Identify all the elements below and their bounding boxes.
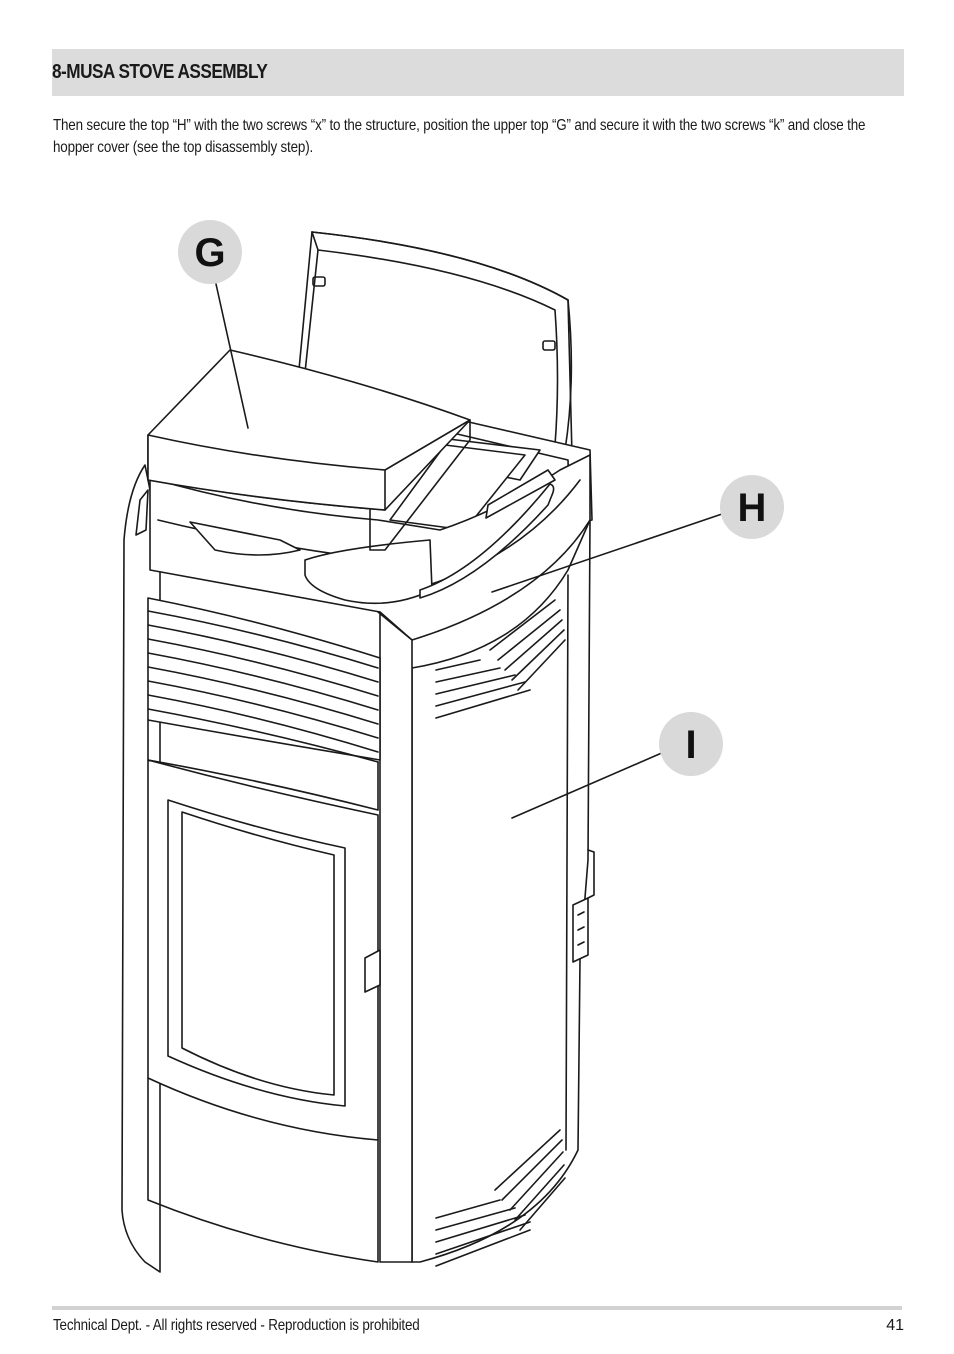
- callout-g-label: G: [194, 231, 225, 275]
- callout-g: G: [178, 220, 242, 284]
- callout-h-label: H: [738, 486, 767, 530]
- front-grille: [147, 597, 381, 811]
- upper-top-g: [147, 349, 471, 551]
- side-control-panel: [572, 897, 589, 963]
- leader-line-g: [215, 283, 249, 429]
- leader-line-i: [511, 751, 665, 819]
- callout-i-label: I: [685, 723, 696, 767]
- callout-h: H: [720, 475, 784, 539]
- footer-rule: [52, 1306, 902, 1310]
- callout-i: I: [659, 712, 723, 776]
- section-header: 8-MUSA STOVE ASSEMBLY: [52, 49, 904, 96]
- side-vents-lower: [435, 1129, 566, 1267]
- stove-door: [147, 759, 381, 1263]
- leader-line-h: [491, 513, 723, 593]
- intro-paragraph: Then secure the top “H” with the two scr…: [53, 117, 866, 156]
- stove-assembly-illustration: G H I: [121, 220, 784, 1273]
- page-number: 41: [886, 1317, 904, 1334]
- footer-notice: Technical Dept. - All rights reserved - …: [53, 1317, 420, 1334]
- section-title: 8-MUSA STOVE ASSEMBLY: [52, 61, 268, 83]
- side-vents-upper: [435, 599, 566, 719]
